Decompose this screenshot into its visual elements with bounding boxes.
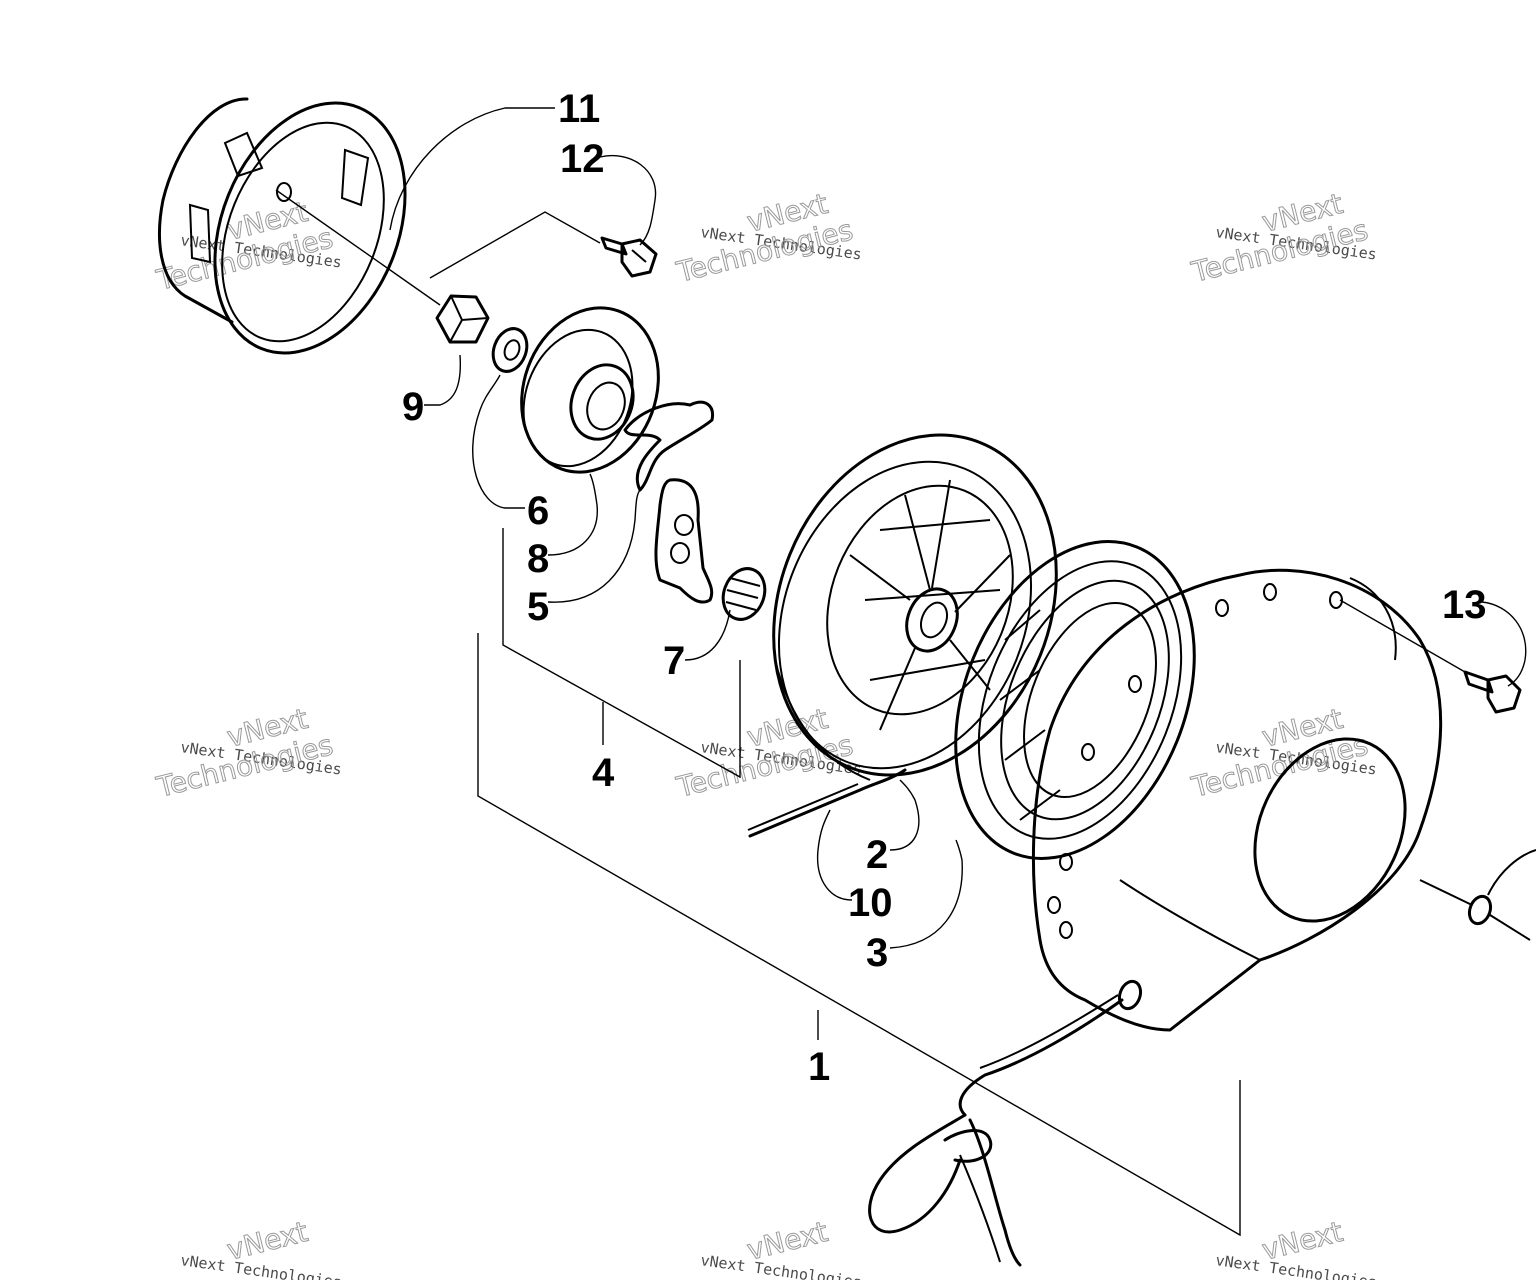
watermark: vNext vNext Technologies Technologies <box>152 701 343 804</box>
part-8-friction-plate <box>520 306 660 474</box>
watermark: vNext vNext Technologies <box>699 1214 862 1280</box>
leader-12 <box>599 154 657 246</box>
part-3-recoil-spring <box>954 540 1196 860</box>
callout-2: 2 <box>866 833 888 877</box>
leader-9 <box>424 354 462 406</box>
part-12-bolt <box>600 236 658 278</box>
assembly-axis-lines <box>275 189 1466 673</box>
part-4-ratchet-pawl <box>654 478 714 604</box>
callout-4: 4 <box>592 751 615 795</box>
callout-13: 13 <box>1442 583 1487 627</box>
watermark: vNext vNext Technologies <box>1214 1214 1377 1280</box>
callout-11: 11 <box>558 87 600 131</box>
watermark: vNext vNext Technologies Technologies <box>672 701 863 804</box>
callout-9: 9 <box>402 385 424 429</box>
watermark: vNext vNext Technologies Technologies <box>672 186 863 289</box>
leader-8 <box>547 473 598 556</box>
leader-6 <box>472 374 525 509</box>
part-1-starter-housing <box>958 568 1443 1117</box>
washer-right-edge <box>1419 849 1536 941</box>
part-9-nut <box>435 294 490 344</box>
callout-12: 12 <box>560 137 605 181</box>
part-11-starter-cup <box>157 97 407 355</box>
bracket-group-1 <box>477 633 1241 1237</box>
callout-10: 10 <box>848 881 893 925</box>
leader-lines <box>389 107 1527 949</box>
leader-2 <box>889 779 920 851</box>
leader-5 <box>547 489 641 603</box>
callout-6: 6 <box>527 489 549 533</box>
callout-7: 7 <box>663 639 685 683</box>
watermark: vNext vNext Technologies Technologies <box>1187 701 1378 804</box>
callout-labels: 11 12 9 6 8 5 7 4 2 10 3 1 13 <box>402 87 1487 1089</box>
leader-10 <box>816 809 853 901</box>
leader-7 <box>684 609 731 661</box>
watermark: vNext vNext Technologies Technologies <box>1187 186 1378 289</box>
watermarks: vNext vNext Technologies Technologies vN… <box>152 186 1378 1280</box>
leader-3 <box>889 839 963 949</box>
starter-rope-handle-loop <box>868 1113 1022 1267</box>
part-7-pawl-spring <box>721 567 767 621</box>
callout-1: 1 <box>808 1045 830 1089</box>
part-6-washer <box>491 327 529 373</box>
part-5-spring-clip <box>623 400 715 492</box>
part-13-bolt <box>1463 670 1522 714</box>
callout-8: 8 <box>527 537 549 581</box>
leader-11 <box>389 107 555 231</box>
watermark: vNext vNext Technologies <box>179 1214 342 1280</box>
housing-bolt-holes <box>1047 583 1343 939</box>
callout-3: 3 <box>866 931 888 975</box>
callout-5: 5 <box>527 585 549 629</box>
leader-13 <box>1481 601 1527 687</box>
bracket-group-4 <box>502 528 741 779</box>
watermark: vNext vNext Technologies Technologies <box>152 194 343 297</box>
part-10-rope <box>747 768 907 838</box>
